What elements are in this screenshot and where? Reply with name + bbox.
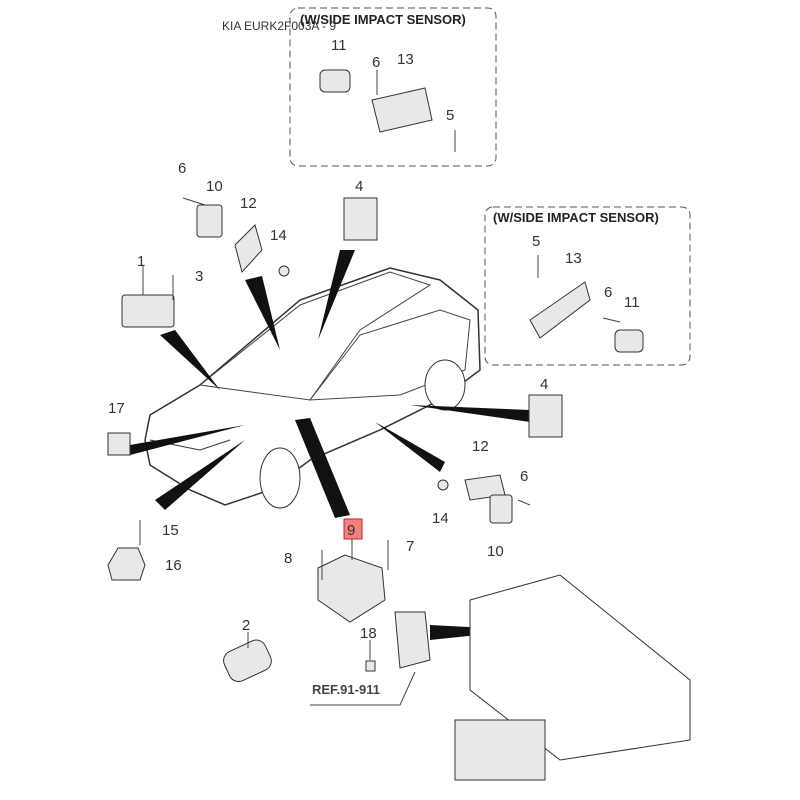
inset-box-top-title: (W/SIDE IMPACT SENSOR) <box>300 12 466 27</box>
parts <box>107 197 691 781</box>
callout-1: 1 <box>137 253 145 270</box>
callout-7: 7 <box>406 538 414 555</box>
leader-lines <box>142 265 416 706</box>
reference-label[interactable]: REF.91-911 <box>312 682 380 697</box>
callout-4: 4 <box>355 178 363 195</box>
inset-box-right-title: (W/SIDE IMPACT SENSOR) <box>493 210 659 225</box>
callout-16: 16 <box>165 557 182 574</box>
callout-14: 14 <box>270 227 287 244</box>
callout-10: 10 <box>487 543 504 560</box>
inset-right-parts: 5 13 6 11 <box>529 233 644 353</box>
callout-numbers: 1 2 3 4 4 6 6 7 8 10 10 12 12 14 14 15 1… <box>108 160 548 642</box>
callout-11: 11 <box>331 37 347 54</box>
callout-5: 5 <box>446 107 454 124</box>
callout-12: 12 <box>472 438 489 455</box>
callout-14: 14 <box>432 510 449 527</box>
callout-12: 12 <box>240 195 257 212</box>
callout-13: 13 <box>565 250 582 267</box>
callout-pointers <box>130 250 530 640</box>
callout-15: 15 <box>162 522 179 539</box>
callout-11: 11 <box>624 294 640 311</box>
callout-8: 8 <box>284 550 292 567</box>
highlighted-callout-box[interactable] <box>343 518 363 540</box>
watermark: KIA EURK2F003A - 9 <box>222 19 336 33</box>
callout-6: 6 <box>604 284 612 301</box>
callout-6: 6 <box>178 160 186 177</box>
callout-6: 6 <box>372 54 380 71</box>
callout-4: 4 <box>540 376 548 393</box>
callout-10: 10 <box>206 178 223 195</box>
inset-box-right <box>484 206 691 366</box>
callout-13: 13 <box>397 51 414 68</box>
inset-top-parts: 11 6 13 5 <box>319 37 456 152</box>
callout-6: 6 <box>520 468 528 485</box>
callout-17: 17 <box>108 400 125 417</box>
car-illustration <box>144 267 481 509</box>
callout-9[interactable]: 9 <box>347 522 355 539</box>
callout-2: 2 <box>242 617 250 634</box>
callout-18: 18 <box>360 625 377 642</box>
callout-5: 5 <box>532 233 540 250</box>
callout-3: 3 <box>195 268 203 285</box>
inset-box-top <box>289 7 497 167</box>
